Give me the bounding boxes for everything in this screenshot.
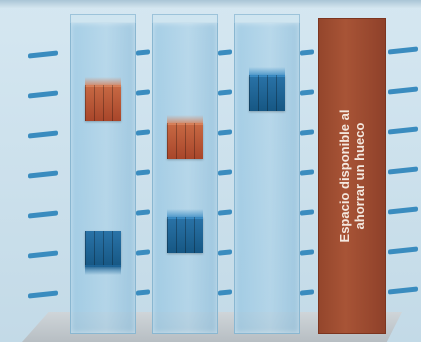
level-dash: [300, 169, 314, 175]
level-dash: [28, 210, 58, 218]
block-face: [249, 75, 285, 111]
column-top: [152, 14, 218, 23]
level-dash: [136, 169, 150, 175]
top-strip: [0, 0, 421, 8]
level-dash: [388, 86, 418, 94]
level-dash: [388, 286, 418, 294]
level-dash: [388, 206, 418, 214]
level-dash: [218, 49, 232, 55]
available-space-label: Espacio disponible al ahorrar un hueco: [337, 66, 367, 286]
storage-column-3: [234, 22, 300, 334]
blue-block: [167, 217, 203, 253]
level-dash: [388, 246, 418, 254]
level-dash: [218, 129, 232, 135]
level-dash: [28, 90, 58, 98]
level-dash: [136, 249, 150, 255]
block-face: [167, 217, 203, 253]
level-dash: [388, 46, 418, 54]
level-dash: [136, 209, 150, 215]
level-dash: [300, 89, 314, 95]
level-dash: [218, 249, 232, 255]
level-dash: [300, 49, 314, 55]
level-dash: [300, 289, 314, 295]
level-dash: [28, 130, 58, 138]
red-block: [85, 85, 121, 121]
level-dash: [218, 289, 232, 295]
storage-column-1: [70, 22, 136, 334]
level-dash: [28, 170, 58, 178]
level-dash: [28, 290, 58, 298]
level-dash: [388, 166, 418, 174]
level-dash: [136, 49, 150, 55]
level-dash: [300, 249, 314, 255]
blue-block: [249, 75, 285, 111]
level-dash: [388, 126, 418, 134]
level-dash: [218, 209, 232, 215]
level-dash: [136, 89, 150, 95]
level-dash: [28, 250, 58, 258]
block-face: [85, 85, 121, 121]
blue-block: [85, 231, 121, 267]
level-dash: [300, 209, 314, 215]
column-top: [234, 14, 300, 23]
level-dash: [300, 129, 314, 135]
available-space-column: Espacio disponible al ahorrar un hueco: [318, 18, 386, 334]
level-dash: [218, 89, 232, 95]
block-face: [85, 231, 121, 267]
block-face: [167, 123, 203, 159]
level-dash: [136, 129, 150, 135]
level-dash: [218, 169, 232, 175]
storage-column-2: [152, 22, 218, 334]
column-top: [70, 14, 136, 23]
level-dash: [28, 50, 58, 58]
red-block: [167, 123, 203, 159]
level-dash: [136, 289, 150, 295]
